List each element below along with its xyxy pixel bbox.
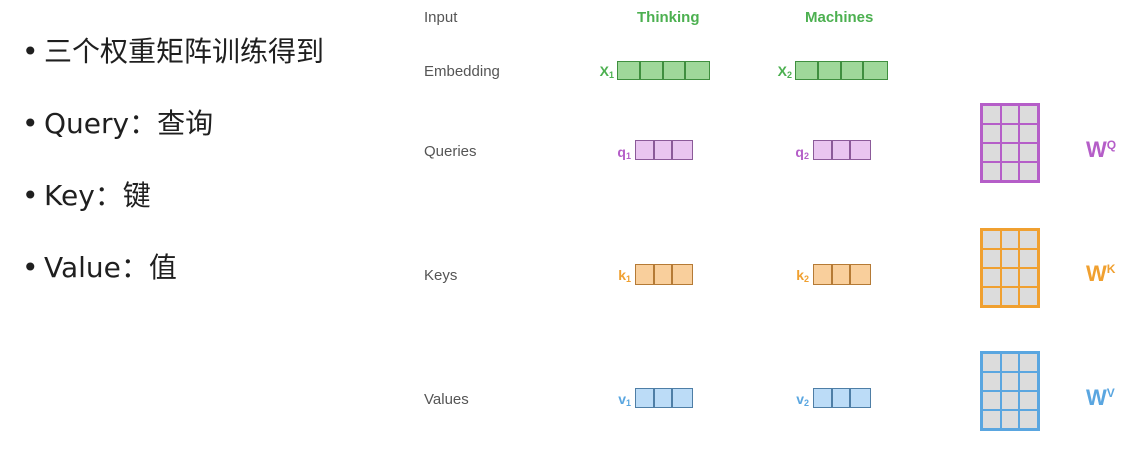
matrix-cell [1019,287,1038,306]
value-vector-v2 [813,388,871,408]
vector-cell [686,62,709,79]
matrix-cell [1000,105,1020,124]
matrix-cell [982,268,1001,287]
matrix-cell [1000,287,1020,306]
word-machines: Machines [805,9,874,26]
value-label-v1: v1 [618,391,631,408]
matrix-cell [1000,391,1020,410]
matrix-cell [1019,249,1038,268]
word-thinking: Thinking [637,9,700,26]
bullet-item: •Key：键 [22,179,151,212]
matrix-cell [1000,353,1020,372]
value-vector-v1 [635,388,693,408]
matrix-cell [1019,268,1038,287]
vector-cell [814,141,833,159]
matrix-cell [1019,353,1038,372]
matrix-cell [1019,143,1038,162]
matrix-cell [1019,230,1038,249]
bullet-item: •Query：查询 [22,107,214,140]
query-vector-q1 [635,140,693,160]
vector-cell [664,62,687,79]
matrix-cell [982,230,1001,249]
vector-cell [796,62,819,79]
weight-matrix-wq [980,103,1040,183]
matrix-cell [1000,410,1020,429]
query-vector-q2 [813,140,871,160]
matrix-cell [1019,162,1038,181]
matrix-cell [982,124,1001,143]
row-label-queries: Queries [424,143,477,160]
matrix-cell [1000,268,1020,287]
value-label-v2: v2 [796,391,809,408]
matrix-cell [982,353,1001,372]
vector-cell [655,389,674,407]
vector-cell [814,265,833,284]
matrix-cell [982,162,1001,181]
weight-label-wv: WV [1086,385,1115,410]
embedding-label-x1: X1 [599,63,614,80]
vector-cell [833,389,852,407]
vector-cell [641,62,664,79]
matrix-cell [982,410,1001,429]
vector-cell [673,389,692,407]
vector-cell [833,141,852,159]
weight-matrix-wv [980,351,1040,431]
vector-cell [864,62,887,79]
weight-matrix-wk [980,228,1040,308]
matrix-cell [982,391,1001,410]
key-vector-k1 [635,264,693,285]
key-label-k2: k2 [796,267,809,284]
weight-label-wk: WK [1086,261,1116,286]
bullet-item: •Value：值 [22,251,177,284]
matrix-cell [982,143,1001,162]
matrix-cell [1019,105,1038,124]
matrix-cell [982,287,1001,306]
row-label-keys: Keys [424,267,458,284]
matrix-cell [1019,372,1038,391]
row-label-values: Values [424,391,469,408]
vector-cell [842,62,865,79]
matrix-cell [1000,372,1020,391]
matrix-cell [1000,230,1020,249]
vector-cell [618,62,641,79]
row-label-input: Input [424,9,458,26]
matrix-cell [982,372,1001,391]
weight-label-wq: WQ [1086,137,1117,162]
embedding-vector-x1 [617,61,710,80]
row-label-embedding: Embedding [424,63,500,80]
matrix-cell [1019,410,1038,429]
vector-cell [851,265,870,284]
vector-cell [636,265,655,284]
matrix-cell [1000,143,1020,162]
vector-cell [819,62,842,79]
vector-cell [655,265,674,284]
vector-cell [851,389,870,407]
matrix-cell [982,249,1001,268]
vector-cell [833,265,852,284]
embedding-label-x2: X2 [777,63,792,80]
vector-cell [851,141,870,159]
key-vector-k2 [813,264,871,285]
query-label-q1: q1 [617,144,631,161]
query-label-q2: q2 [795,144,809,161]
vector-cell [673,141,692,159]
vector-cell [673,265,692,284]
embedding-vector-x2 [795,61,888,80]
vector-cell [655,141,674,159]
matrix-cell [1000,162,1020,181]
vector-cell [636,389,655,407]
matrix-cell [1000,249,1020,268]
key-label-k1: k1 [618,267,631,284]
matrix-cell [982,105,1001,124]
matrix-cell [1019,391,1038,410]
matrix-cell [1019,124,1038,143]
bullet-item: •三个权重矩阵训练得到 [22,35,325,68]
vector-cell [636,141,655,159]
vector-cell [814,389,833,407]
matrix-cell [1000,124,1020,143]
